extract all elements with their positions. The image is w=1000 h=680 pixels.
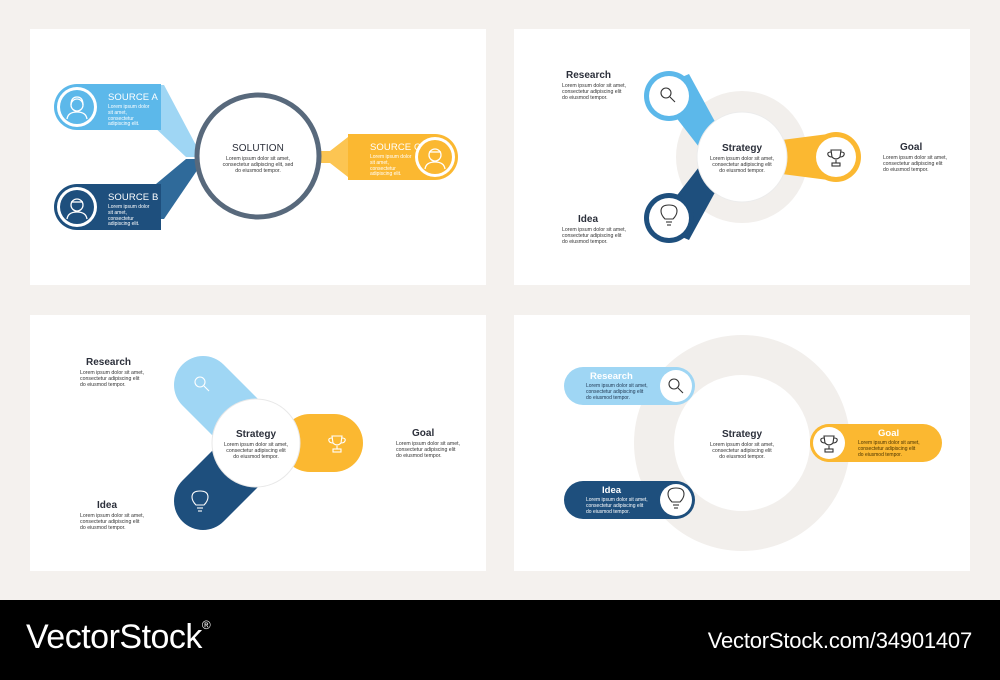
goal-body: Lorem ipsum dolor sit amet, consectetur …	[883, 155, 948, 173]
source-a-connector	[150, 85, 198, 157]
solution-title: SOLUTION	[232, 143, 284, 154]
man-avatar-icon	[424, 148, 446, 170]
logo-text: VectorStock	[26, 618, 202, 656]
idea-body: Lorem ipsum dolor sit amet, consectetur …	[562, 227, 627, 245]
panel-sources-solution: SOLUTION Lorem ipsum dolor sit amet, con…	[30, 29, 486, 285]
registered-mark: ®	[201, 618, 211, 632]
panel-strategy-petals: Strategy Lorem ipsum dolor sit amet, con…	[30, 315, 486, 571]
idea-title: Idea	[578, 214, 599, 225]
strategy-body: Lorem ipsum dolor sit amet, consectetur …	[709, 442, 774, 460]
magnifier-icon	[668, 378, 684, 394]
goal-body: Lorem ipsum dolor sit amet, consectetur …	[396, 441, 461, 459]
research-title: Research	[590, 371, 633, 382]
strategy-title: Strategy	[721, 429, 762, 440]
man-avatar-icon	[66, 198, 88, 220]
image-id: VectorStock.com/34901407	[707, 628, 972, 653]
idea-title: Idea	[97, 500, 118, 511]
goal-title: Goal	[412, 428, 435, 439]
research-body: Lorem ipsum dolor sit amet, consectetur …	[80, 370, 145, 388]
woman-avatar-icon	[66, 96, 88, 120]
lightbulb-icon	[660, 204, 678, 226]
source-b-body: Lorem ipsum dolor sit amet, consectetur …	[108, 204, 150, 228]
strategy-center	[211, 398, 301, 488]
source-c-connector	[316, 137, 348, 177]
trophy-icon	[827, 149, 845, 167]
idea-body: Lorem ipsum dolor sit amet, consectetur …	[586, 497, 648, 515]
watermark-footer: VectorStock® VectorStock.com/34901407	[0, 600, 1000, 680]
strategy-title: Strategy	[235, 429, 276, 440]
idea-icon-bg	[660, 484, 692, 516]
panel-4-graphic	[564, 335, 942, 551]
goal-title: Goal	[900, 142, 923, 153]
source-b-label: SOURCE B	[108, 192, 159, 203]
source-c-body: Lorem ipsum dolor sit amet, consectetur …	[370, 154, 412, 178]
source-a-label: SOURCE A	[108, 92, 158, 103]
lightbulb-icon	[667, 487, 685, 509]
research-title: Research	[566, 70, 612, 81]
source-c-label: SOURCE C	[370, 142, 421, 153]
strategy-center	[696, 111, 788, 203]
trophy-icon	[328, 435, 346, 453]
research-title: Research	[86, 357, 132, 368]
solution-body: Lorem ipsum dolor sit amet, consectetur …	[222, 156, 294, 174]
strategy-body: Lorem ipsum dolor sit amet, consectetur …	[223, 442, 288, 460]
panel-strategy-bubbles: Strategy Lorem ipsum dolor sit amet, con…	[514, 29, 970, 285]
lightbulb-icon	[191, 490, 209, 512]
goal-body: Lorem ipsum dolor sit amet, consectetur …	[858, 440, 920, 458]
source-a-body: Lorem ipsum dolor sit amet, consectetur …	[108, 104, 150, 128]
source-b-connector	[150, 159, 198, 219]
panel-3-graphic	[174, 356, 363, 530]
goal-title: Goal	[878, 428, 900, 439]
idea-body: Lorem ipsum dolor sit amet, consectetur …	[80, 513, 145, 531]
panel-1-graphic	[54, 84, 458, 230]
research-icon-bg	[660, 370, 692, 402]
strategy-body: Lorem ipsum dolor sit amet, consectetur …	[709, 156, 774, 174]
strategy-title: Strategy	[721, 143, 762, 154]
panel-2-graphic	[644, 71, 861, 243]
goal-icon-bg	[813, 427, 845, 459]
research-body: Lorem ipsum dolor sit amet, consectetur …	[562, 83, 627, 101]
research-body: Lorem ipsum dolor sit amet, consectetur …	[586, 383, 648, 401]
vectorstock-logo: VectorStock®	[26, 618, 211, 657]
trophy-icon	[820, 435, 838, 453]
idea-title: Idea	[602, 485, 622, 496]
magnifier-icon	[194, 376, 210, 392]
solution-ring	[194, 92, 322, 220]
panel-strategy-ring-tabs: Strategy Lorem ipsum dolor sit amet, con…	[514, 315, 970, 571]
magnifier-icon	[660, 87, 676, 103]
